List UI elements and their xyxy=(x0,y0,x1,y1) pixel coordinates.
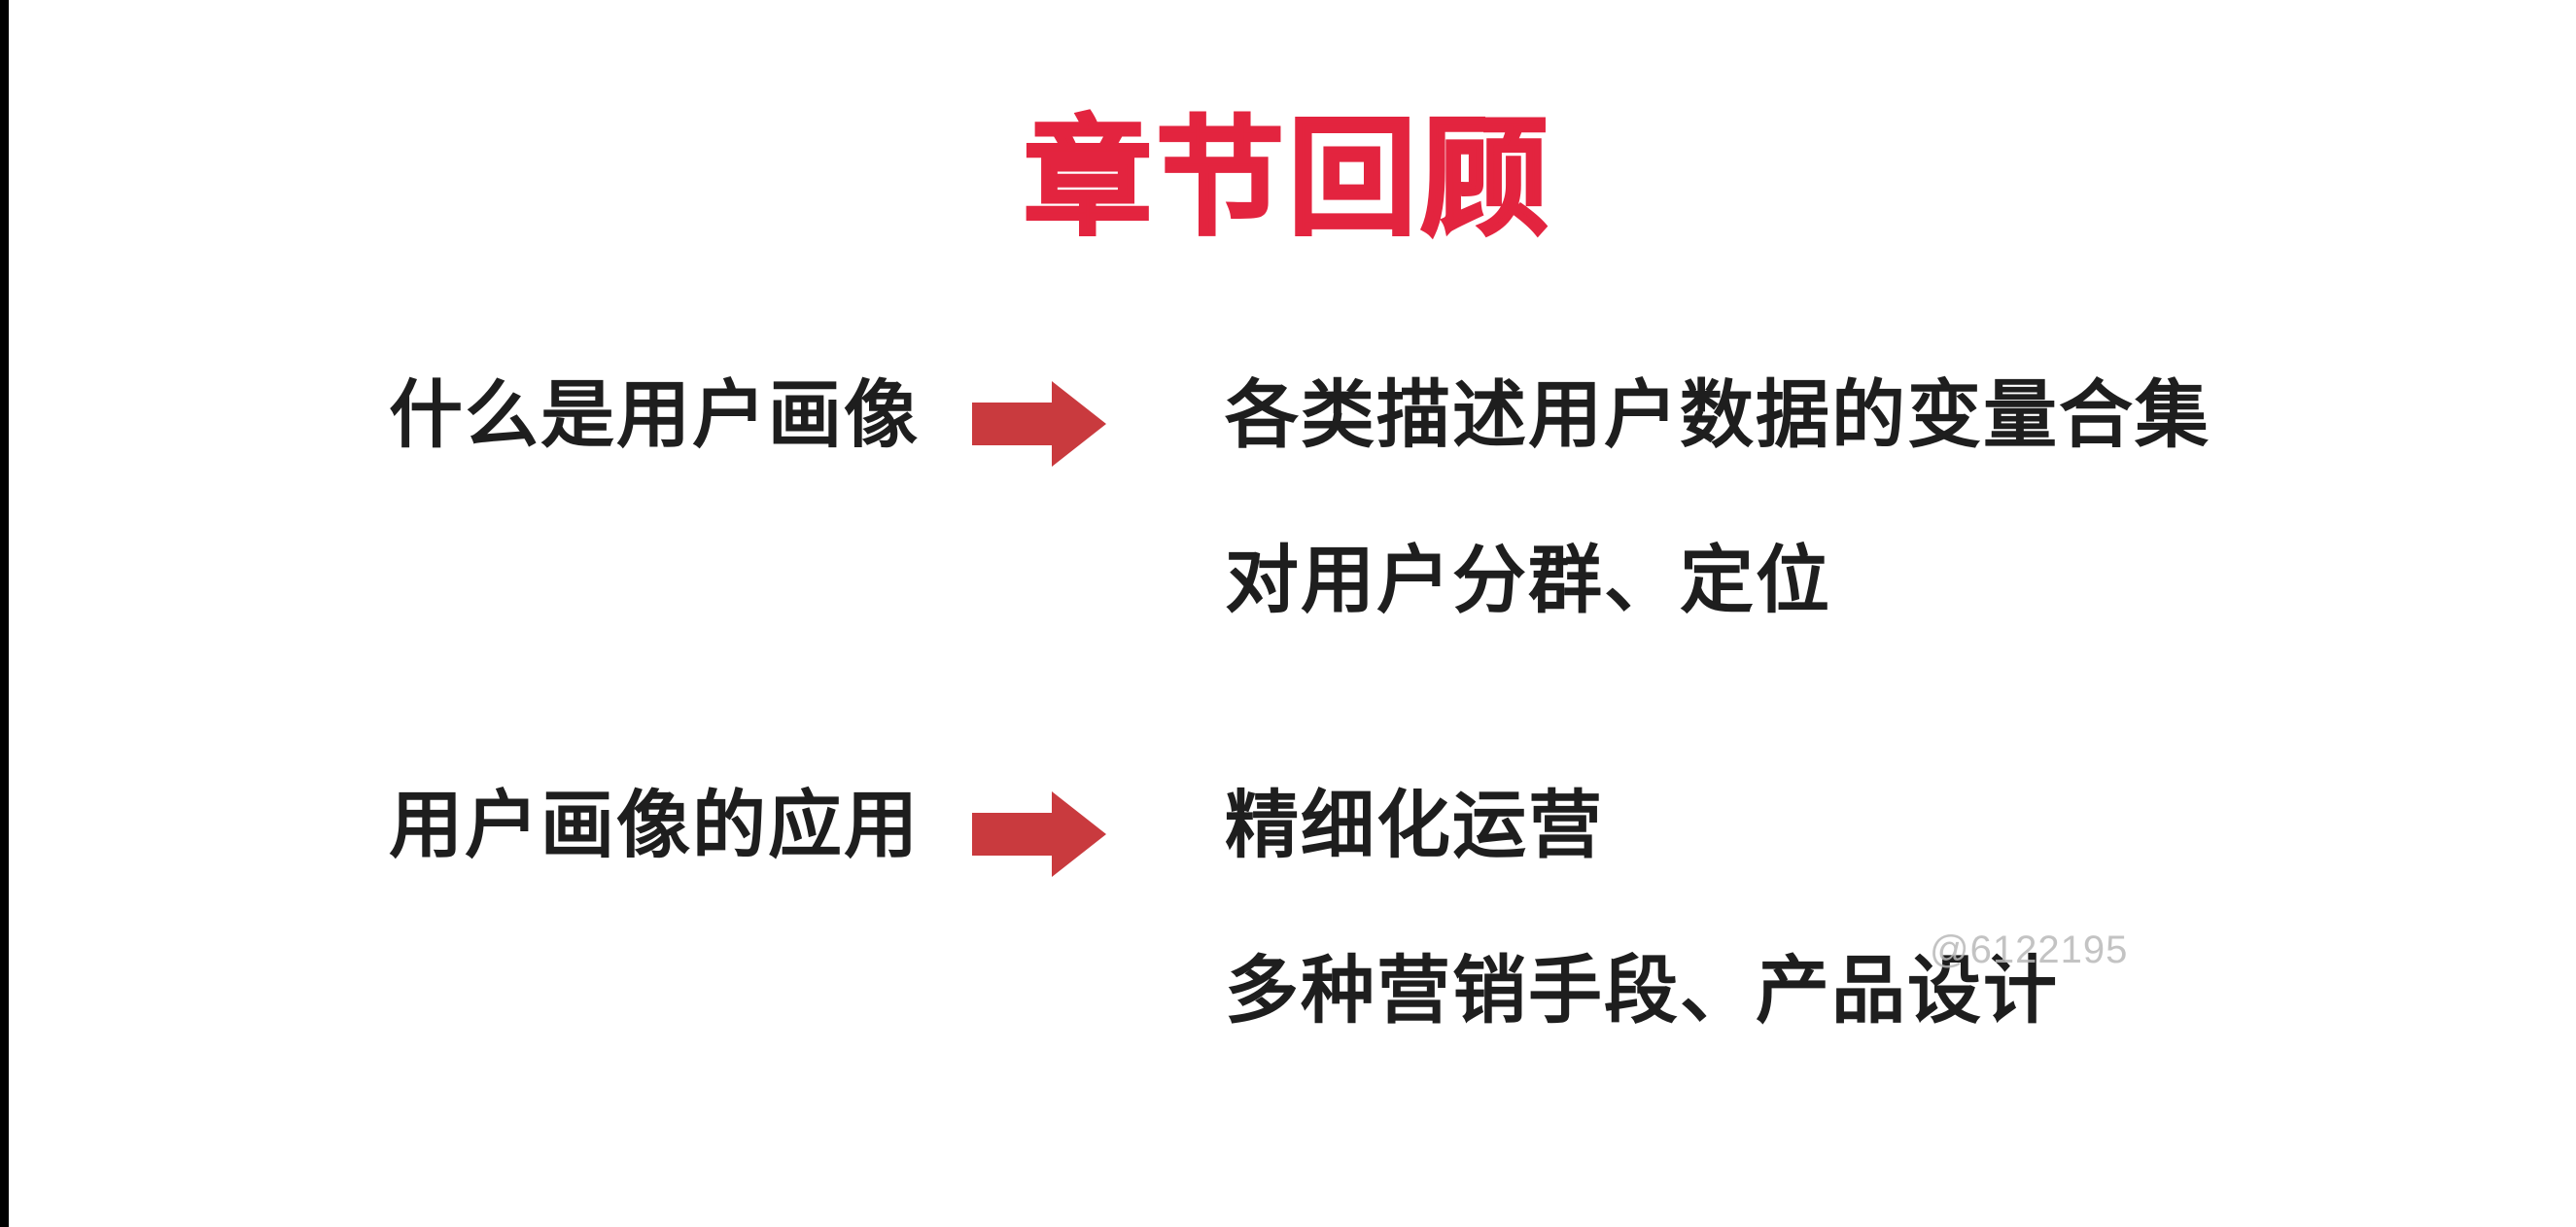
review-row-1-content-line-1: 各类描述用户数据的变量合集 xyxy=(1225,374,2210,457)
review-row-2-content-line-2: 多种营销手段、产品设计 xyxy=(1225,950,2059,1033)
review-row-1-content-line-2: 对用户分群、定位 xyxy=(1225,540,1831,622)
review-row-2-arrow-cell xyxy=(972,778,1225,877)
review-row-1-label: 什么是用户画像 xyxy=(389,374,920,457)
review-row-1: 什么是用户画像 各类描述用户数据的变量合集 对用户分群、定位 xyxy=(0,368,2576,630)
review-row-2: 用户画像的应用 精细化运营 多种营销手段、产品设计 xyxy=(0,778,2576,1040)
review-row-1-arrow-cell xyxy=(972,368,1225,467)
review-row-2-label: 用户画像的应用 xyxy=(389,785,920,867)
review-row-1-content: 各类描述用户数据的变量合集 对用户分群、定位 xyxy=(1225,368,2576,630)
page-title: 章节回顾 xyxy=(1023,107,1552,250)
right-arrow-icon xyxy=(972,791,1106,877)
right-arrow-icon xyxy=(972,381,1106,467)
left-edge-letterbox-bar xyxy=(0,0,9,1227)
review-row-2-content: 精细化运营 多种营销手段、产品设计 xyxy=(1225,778,2576,1040)
review-row-2-content-line-1: 精细化运营 xyxy=(1225,785,1604,867)
